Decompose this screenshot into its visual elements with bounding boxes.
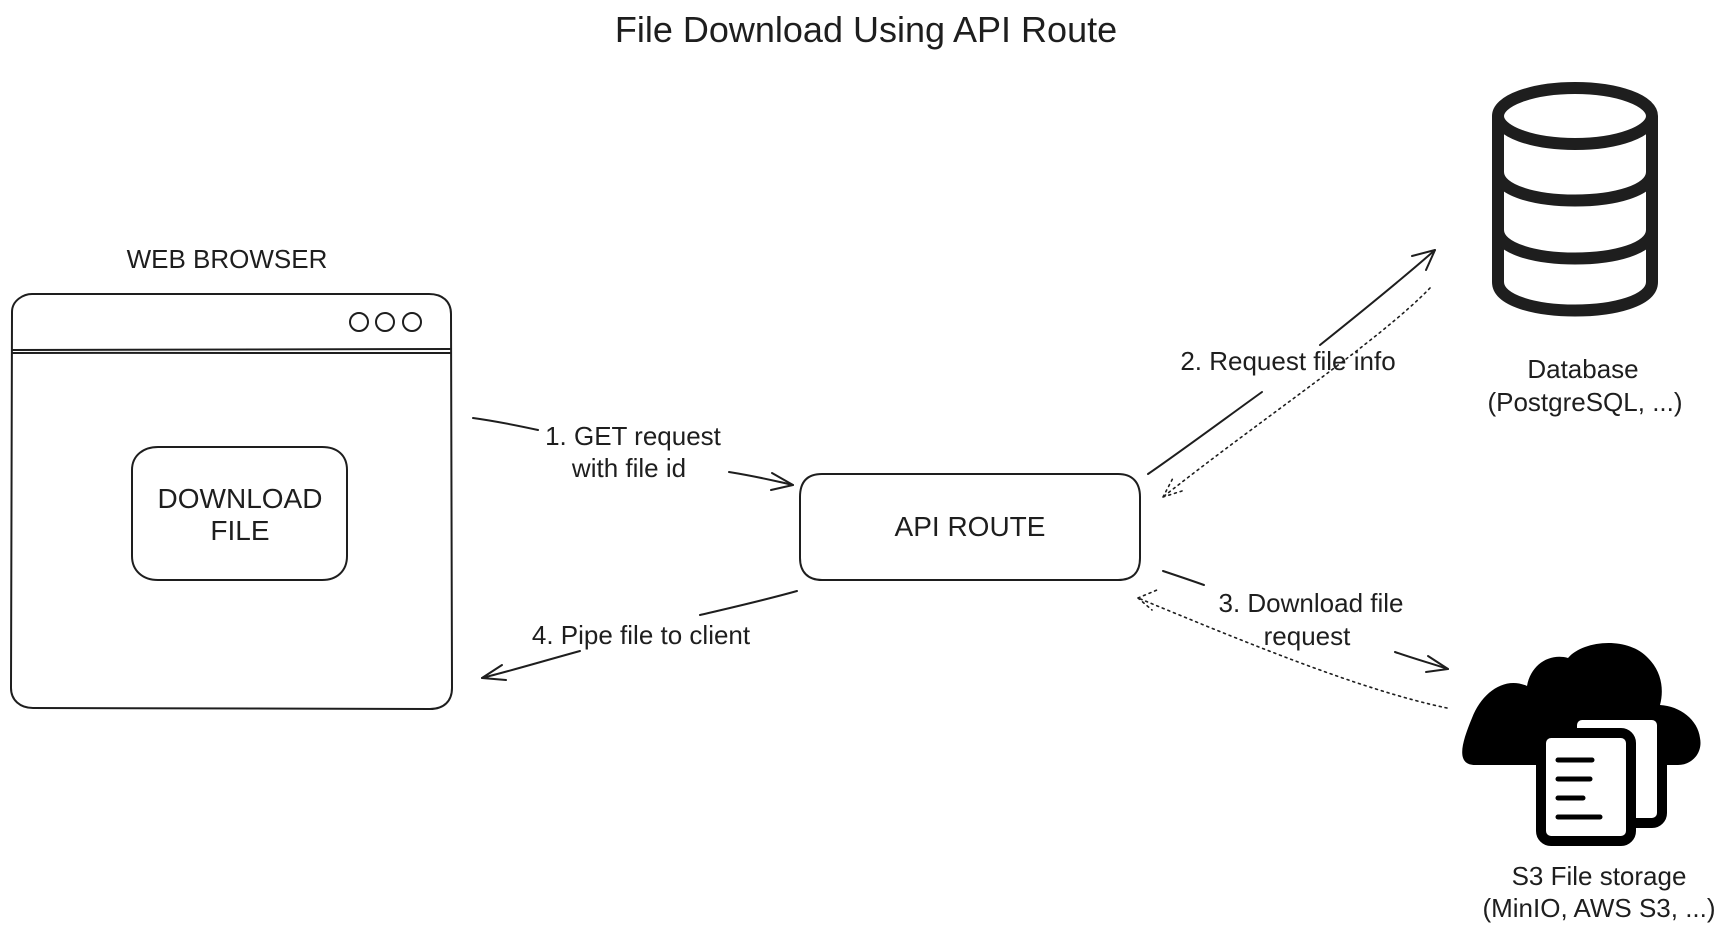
download-file-button-label-line1: DOWNLOAD — [158, 483, 323, 514]
arrow-step-3 — [1137, 570, 1449, 709]
step-4-label: 4. Pipe file to client — [532, 620, 751, 650]
web-browser: WEB BROWSER DOWNLOAD FILE — [10, 244, 453, 710]
arrow-step-1 — [472, 417, 794, 491]
database-label-line2: (PostgreSQL, ...) — [1487, 387, 1682, 417]
arrow-step-2 — [1147, 249, 1436, 498]
arrow-step-4 — [481, 590, 798, 681]
step-3-label-line2: request — [1264, 621, 1351, 651]
api-route-label: API ROUTE — [895, 511, 1046, 542]
browser-toolbar-divider — [11, 348, 452, 354]
web-browser-label: WEB BROWSER — [127, 244, 328, 274]
diagram-title: File Download Using API Route — [615, 9, 1117, 50]
database-cylinder-icon — [1492, 82, 1658, 317]
step-1-label-line1: 1. GET request — [545, 421, 722, 451]
storage-label-line2: (MinIO, AWS S3, ...) — [1482, 893, 1715, 923]
step-3-label-line1: 3. Download file — [1219, 588, 1404, 618]
browser-window-frame — [10, 293, 453, 710]
three-circle-dots-icon — [349, 312, 422, 332]
download-file-button-label-line2: FILE — [210, 515, 269, 546]
cloud-documents-icon — [1462, 642, 1701, 846]
database-label-line1: Database — [1527, 354, 1638, 384]
api-route-node: API ROUTE — [799, 473, 1141, 581]
step-2-label: 2. Request file info — [1180, 346, 1395, 376]
storage-label-line1: S3 File storage — [1512, 861, 1687, 891]
download-file-button[interactable]: DOWNLOAD FILE — [131, 446, 348, 581]
step-1-label-line2: with file id — [571, 453, 686, 483]
